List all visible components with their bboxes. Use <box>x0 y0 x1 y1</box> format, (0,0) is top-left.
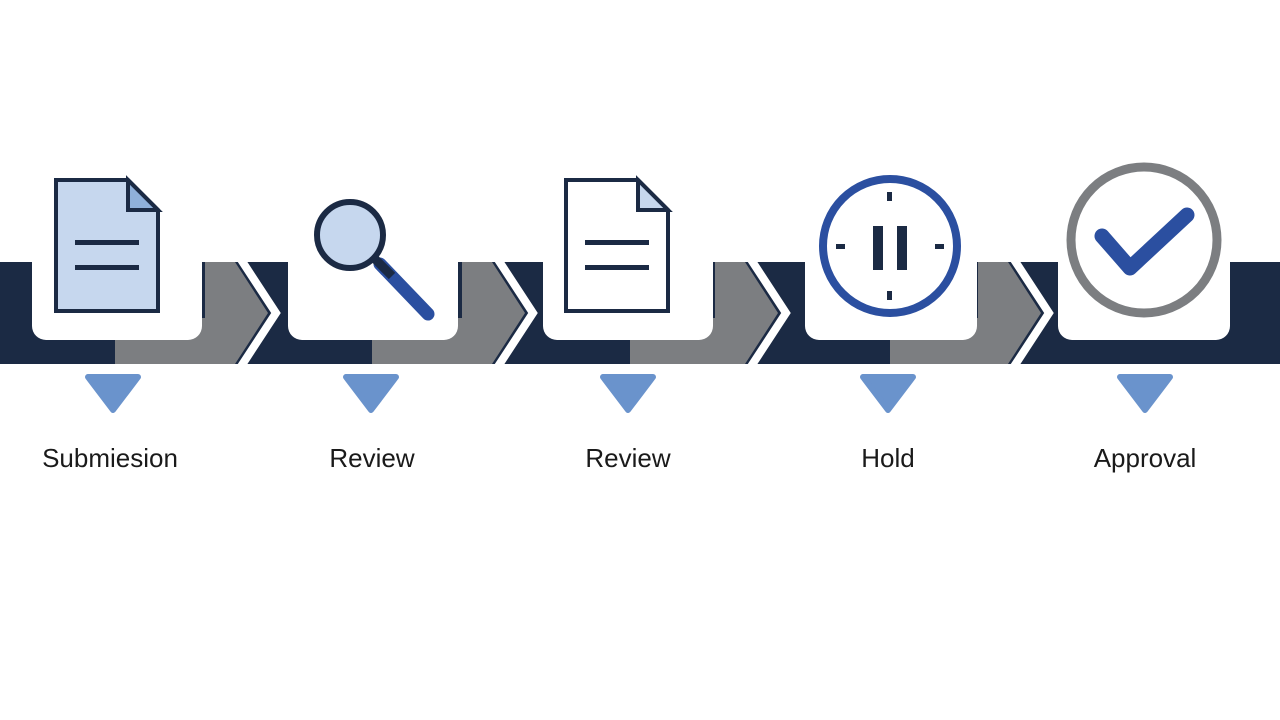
step-submission: Submiesion <box>32 175 202 473</box>
magnifier-icon <box>314 199 435 321</box>
step-review-1: Review <box>288 199 458 473</box>
chevron-separator-1 <box>236 255 281 371</box>
step-label: Approval <box>1094 443 1197 473</box>
step-label: Review <box>585 443 670 473</box>
checkmark-circle-icon <box>1066 162 1222 318</box>
step-marker <box>600 374 656 413</box>
chevron-separator-4 <box>1009 255 1054 371</box>
step-label: Hold <box>861 443 914 473</box>
chevron-separator-3 <box>746 255 791 371</box>
step-marker <box>343 374 399 413</box>
step-label: Submiesion <box>42 443 178 473</box>
step-marker <box>860 374 916 413</box>
filled-document-icon <box>54 175 163 313</box>
document-icon <box>564 175 673 313</box>
step-approval: Approval <box>1058 162 1230 473</box>
step-hold: Hold <box>805 175 977 473</box>
chevron-separator-2 <box>493 255 538 371</box>
step-review-2: Review <box>543 175 713 473</box>
step-label: Review <box>329 443 414 473</box>
step-marker <box>1117 374 1173 413</box>
pause-clock-icon <box>819 175 961 317</box>
step-marker <box>85 374 141 413</box>
